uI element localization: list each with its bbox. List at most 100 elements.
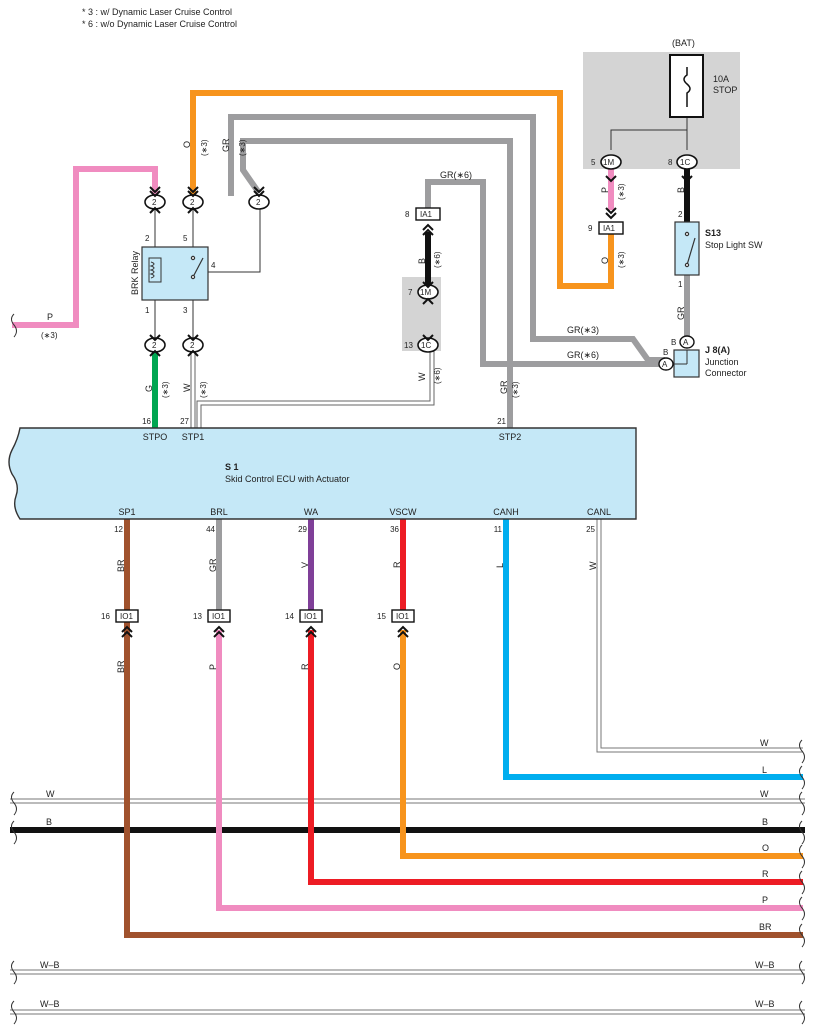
lbl-w-canl: W xyxy=(588,561,598,570)
lbl-o-ia1-star: (∗3) xyxy=(617,251,626,268)
s13-name: Stop Light SW xyxy=(705,240,763,250)
ecu-top-pin-name: STP2 xyxy=(499,432,522,442)
io1-pin-14: 14 xyxy=(285,612,294,621)
svg-text:IO1: IO1 xyxy=(304,612,317,621)
ecu-bottom-pin-number: 11 xyxy=(494,525,503,534)
svg-text:2: 2 xyxy=(152,198,157,207)
wire-white-canl xyxy=(596,519,803,753)
svg-text:2: 2 xyxy=(152,341,157,350)
lbl-r-io1: R xyxy=(300,663,310,670)
chevron-icons xyxy=(121,175,693,638)
lbl-wb1-left: W–B xyxy=(40,960,60,970)
lbl-gr3-j8: GR(∗3) xyxy=(567,325,599,335)
fuse-name: STOP xyxy=(713,85,737,95)
svg-text:IO1: IO1 xyxy=(212,612,225,621)
ecu-bottom-pin-name: VSCW xyxy=(390,507,418,517)
lbl-wb2-left: W–B xyxy=(40,999,60,1009)
lbl-r-right: R xyxy=(762,869,769,879)
wire-brown-br xyxy=(124,519,803,938)
relay-pin-4: 4 xyxy=(211,261,216,270)
ecu-bottom-pin-number: 44 xyxy=(206,525,215,534)
connector-ia1-gr: IA1 xyxy=(415,207,441,221)
relay-switch-icon xyxy=(190,255,204,280)
s13-pin-2: 2 xyxy=(678,210,683,219)
svg-text:IA1: IA1 xyxy=(603,224,616,233)
lbl-gr6-top: GR(∗6) xyxy=(440,170,472,180)
ecu-bottom-pin-name: WA xyxy=(304,507,318,517)
wire-white-w-1c-in xyxy=(197,350,434,428)
lbl-o-ia1: O xyxy=(600,257,610,264)
ecu-bottom-pin-name: CANH xyxy=(493,507,519,517)
svg-text:2: 2 xyxy=(190,198,195,207)
wire-blue-l xyxy=(503,519,803,780)
lbl-l-right: L xyxy=(762,765,767,775)
svg-text:IO1: IO1 xyxy=(120,612,133,621)
svg-text:1C: 1C xyxy=(421,341,431,350)
ecu-top-pin-name: STP1 xyxy=(182,432,205,442)
stop-fuse-box xyxy=(669,54,704,118)
relay-pin-3: 3 xyxy=(183,306,188,315)
wire-gray-gr3 xyxy=(228,114,665,363)
fuse-lines xyxy=(610,117,688,150)
ecu-top-pin-number: 27 xyxy=(180,417,189,426)
lbl-gr-stp2: GR xyxy=(499,380,509,394)
bat-area xyxy=(583,52,740,169)
svg-text:1M: 1M xyxy=(420,288,431,297)
relay-pin-1: 1 xyxy=(145,306,150,315)
svg-text:1M: 1M xyxy=(603,158,614,167)
pin-13-label: 13 xyxy=(404,341,413,350)
lbl-p-bat: P xyxy=(600,187,610,193)
connector-ia1-pink: IA1 xyxy=(598,221,624,235)
j8-pin-b: B xyxy=(671,338,676,347)
ecu-bottom-pin-name: CANL xyxy=(587,507,611,517)
lbl-gr-brl: GR xyxy=(208,558,218,572)
lbl-w-1c: W xyxy=(417,372,427,381)
lbl-b-bus-left: B xyxy=(46,817,52,827)
lbl-r-vscw: R xyxy=(392,561,402,568)
lbl-br-right: BR xyxy=(759,922,772,932)
lbl-w-canl-right: W xyxy=(760,738,769,748)
lbl-b-bat: B xyxy=(676,187,686,193)
pin-7-label: 7 xyxy=(408,288,413,297)
note-star6: * 6 : w/o Dynamic Laser Cruise Control xyxy=(82,19,237,29)
lbl-b-mid-star: (∗6) xyxy=(433,251,442,268)
ecu-top-pin-number: 16 xyxy=(142,417,151,426)
lbl-gr-top: GR xyxy=(221,138,231,152)
io1-pin-16: 16 xyxy=(101,612,110,621)
wire-gray-gr6 xyxy=(425,179,665,367)
pin-8-ia1-label: 8 xyxy=(405,210,410,219)
connector-io1-brl: IO1 xyxy=(207,609,231,623)
svg-text:1C: 1C xyxy=(680,158,690,167)
ecu-bottom-pin-number: 29 xyxy=(298,525,307,534)
relay-pin-5: 5 xyxy=(183,234,188,243)
lbl-gr-stp2-star: (∗3) xyxy=(511,381,520,398)
lbl-wb2-right: W–B xyxy=(755,999,775,1009)
lbl-br-io1: BR xyxy=(116,660,126,673)
svg-text:2: 2 xyxy=(190,341,195,350)
ecu-top-pin-name: STPO xyxy=(143,432,168,442)
ecu-bottom-pin-number: 25 xyxy=(586,525,595,534)
ecu-bottom-pin-name: SP1 xyxy=(118,507,135,517)
pin-5-label: 5 xyxy=(591,158,596,167)
lbl-br-sp1: BR xyxy=(116,559,126,572)
pin-9-ia1-label: 9 xyxy=(588,224,593,233)
wire-red-wa xyxy=(308,630,803,885)
svg-text:2: 2 xyxy=(256,198,261,207)
wire-pink-brl xyxy=(216,630,803,911)
connector-1m-bat: 1M xyxy=(600,154,622,170)
connector-io1-vscw: IO1 xyxy=(391,609,415,623)
lbl-o-io1: O xyxy=(392,663,402,670)
wire-gray-gr-stp2 xyxy=(240,138,513,428)
lbl-v-wa: V xyxy=(300,562,310,568)
ecu-name: Skid Control ECU with Actuator xyxy=(225,474,350,484)
connector-io1-wa: IO1 xyxy=(299,609,323,623)
lbl-w-relay-star: (∗3) xyxy=(199,381,208,398)
svg-text:IA1: IA1 xyxy=(420,210,433,219)
wire-orange-o xyxy=(190,90,614,289)
lbl-gr-s13: GR xyxy=(676,306,686,320)
lbl-p-right: P xyxy=(762,895,768,905)
j8-id: J 8(A) xyxy=(705,345,730,355)
wire-white-w-1c xyxy=(196,350,435,428)
lbl-w-relay: W xyxy=(182,383,192,392)
